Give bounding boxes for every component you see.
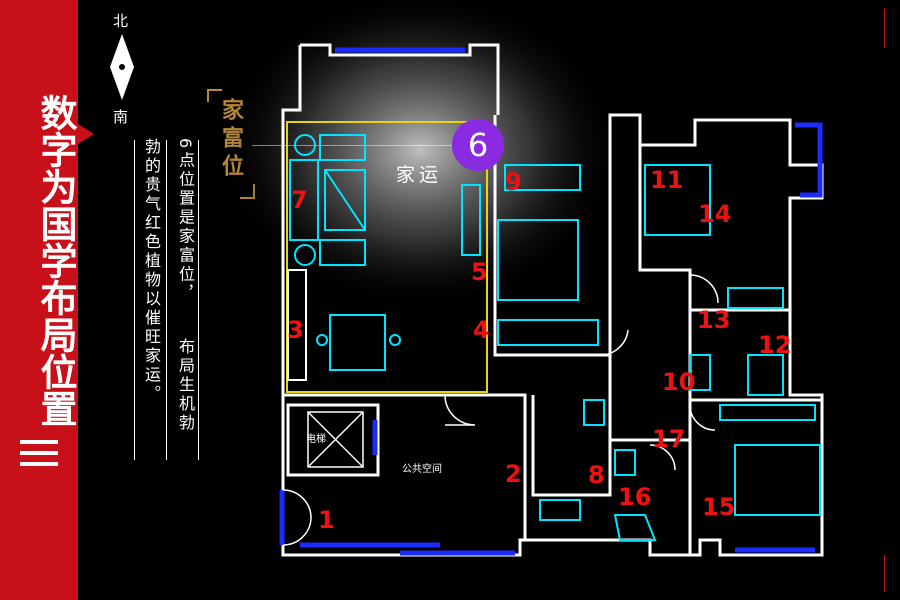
furniture [287, 134, 821, 541]
description-col3: 勃的贵气红色植物以催旺家运。 [142, 138, 161, 404]
room-number: 10 [662, 368, 695, 396]
light-glow [220, 0, 620, 310]
decor-line-top [884, 8, 885, 48]
compass-north: 北 [113, 12, 129, 30]
room-label: 家运 [396, 164, 443, 186]
menu-icon[interactable] [20, 440, 58, 473]
room-number: 2 [505, 460, 522, 488]
elevator [307, 411, 364, 468]
public-space-label: 公共空间 [402, 464, 442, 475]
room-number: 14 [698, 200, 731, 228]
compass: 北 南 [100, 8, 144, 128]
divider-line [198, 140, 199, 460]
room-number: 1 [318, 506, 335, 534]
sidebar [0, 0, 78, 600]
room-number: 9 [505, 168, 522, 196]
room-number: 5 [471, 258, 488, 286]
elevator-label: 电梯 [306, 434, 326, 445]
room-number: 7 [291, 186, 308, 214]
room-number: 11 [650, 166, 683, 194]
description-col2: 布局生机勃 [176, 338, 195, 433]
room-numbers: 1 2 3 4 5 7 8 9 10 11 12 13 14 15 16 17 [287, 166, 791, 534]
divider-line [166, 140, 167, 460]
divider-line [134, 140, 135, 460]
room-number: 16 [618, 483, 651, 511]
room-number: 3 [287, 316, 304, 344]
highlight-zone [286, 121, 488, 393]
decor-line-bottom [884, 555, 885, 592]
compass-needle-icon [110, 34, 134, 100]
sidebar-title: 数字为国学布局位置 [34, 93, 77, 427]
doors [282, 274, 719, 546]
marker-6-label: 6 [467, 126, 489, 164]
room-number: 4 [473, 316, 490, 344]
marker-6[interactable] [452, 119, 504, 171]
room-number: 13 [697, 306, 730, 334]
windows [279, 47, 823, 556]
room-number: 8 [588, 461, 605, 489]
compass-south: 南 [113, 108, 129, 126]
room-number: 15 [702, 493, 735, 521]
room-number: 12 [758, 331, 791, 359]
room-number: 17 [652, 425, 685, 453]
sidebar-pointer [78, 124, 94, 144]
description-col1: 6点位置是家富位， [176, 138, 195, 304]
